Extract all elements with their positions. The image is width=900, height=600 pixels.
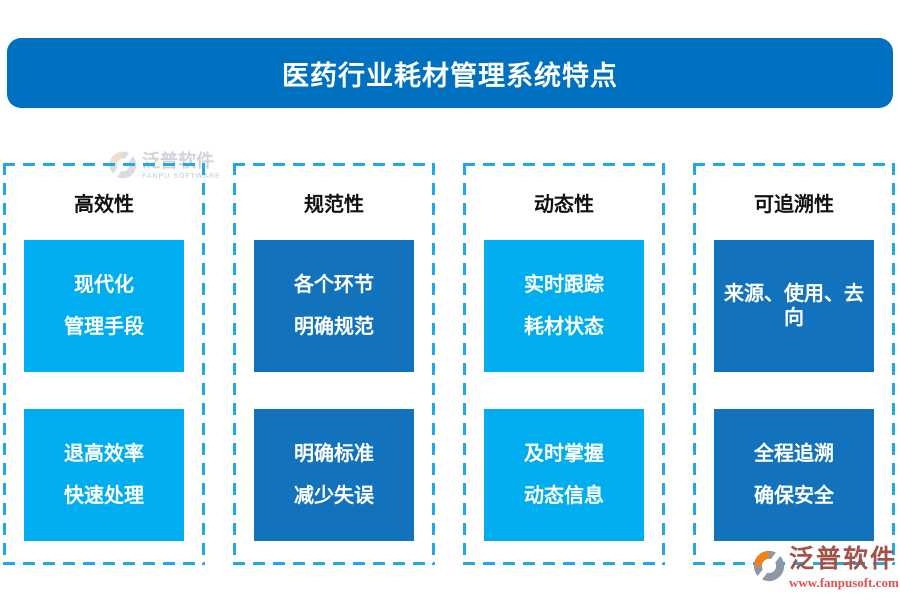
- feature-box: 实时跟踪 耗材状态: [484, 240, 644, 372]
- column-header: 动态性: [534, 194, 594, 216]
- box-line: 耗材状态: [524, 316, 604, 338]
- fanpu-logo-icon: [753, 549, 785, 583]
- feature-box: 各个环节 明确规范: [254, 240, 414, 372]
- title-banner: 医药行业耗材管理系统特点: [7, 38, 893, 108]
- watermark-bottom-url: www.fanpusoft.com: [789, 574, 899, 590]
- box-line: 各个环节: [294, 274, 374, 296]
- box-line: 现代化: [74, 274, 134, 296]
- box-line: 确保安全: [754, 485, 834, 507]
- watermark-bottom: 泛普软件 www.fanpusoft.com: [752, 545, 899, 591]
- feature-box: 及时掌握 动态信息: [484, 409, 644, 541]
- box-line: 全程追溯: [754, 443, 834, 465]
- feature-box: 现代化 管理手段: [24, 240, 184, 372]
- feature-box: 明确标准 减少失误: [254, 409, 414, 541]
- box-line: 快速处理: [64, 485, 144, 507]
- box-line: 动态信息: [524, 485, 604, 507]
- box-line: 及时掌握: [524, 443, 604, 465]
- feature-column-dynamism: 动态性 实时跟踪 耗材状态 及时掌握 动态信息: [463, 163, 665, 565]
- box-line: 退高效率: [64, 443, 144, 465]
- column-header: 高效性: [74, 194, 134, 216]
- feature-column-traceability: 可追溯性 来源、使用、去向 全程追溯 确保安全: [693, 163, 895, 565]
- feature-box: 来源、使用、去向: [714, 240, 874, 372]
- feature-box: 全程追溯 确保安全: [714, 409, 874, 541]
- box-line: 明确规范: [294, 316, 374, 338]
- watermark-bottom-brand: 泛普软件: [789, 545, 898, 573]
- feature-column-efficiency: 高效性 现代化 管理手段 退高效率 快速处理: [3, 163, 205, 565]
- feature-columns: 高效性 现代化 管理手段 退高效率 快速处理 规范性 各个环节 明确规范 明确标…: [3, 163, 895, 565]
- feature-column-standardization: 规范性 各个环节 明确规范 明确标准 减少失误: [233, 163, 435, 565]
- box-line: 实时跟踪: [524, 274, 604, 296]
- page-title: 医药行业耗材管理系统特点: [282, 60, 618, 91]
- column-header: 可追溯性: [754, 194, 834, 216]
- box-line: 来源、使用、去向: [724, 283, 864, 329]
- feature-box: 退高效率 快速处理: [24, 409, 184, 541]
- box-line: 减少失误: [294, 485, 374, 507]
- column-header: 规范性: [304, 194, 364, 216]
- box-line: 明确标准: [294, 443, 374, 465]
- box-line: 管理手段: [64, 316, 144, 338]
